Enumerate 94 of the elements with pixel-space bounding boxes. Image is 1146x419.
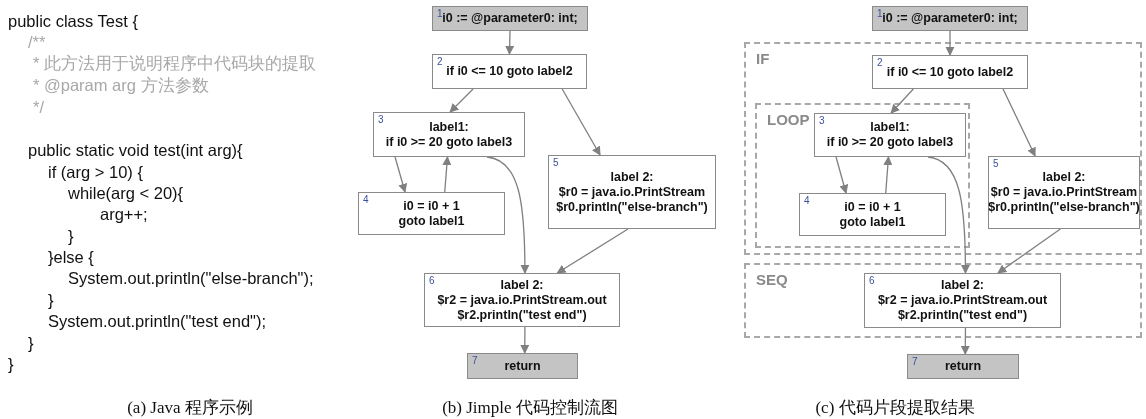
figure-caption: (b) Jimple 代码控制流图 bbox=[442, 397, 618, 419]
statement-box bbox=[872, 6, 1028, 31]
code-line: if i0 >= 20 goto label3 bbox=[826, 135, 954, 150]
block-number: 1 bbox=[437, 8, 443, 19]
arrow bbox=[394, 156, 408, 193]
code-line: label 2: bbox=[500, 277, 544, 293]
region-label: IF bbox=[756, 50, 770, 67]
code-line: goto label1 bbox=[839, 214, 906, 230]
code-line: $r0 = java.io.PrintStream bbox=[990, 185, 1138, 200]
block-number: 5 bbox=[993, 158, 999, 169]
region-label: LOOP bbox=[767, 111, 810, 128]
code-line: if (arg > 10) { bbox=[48, 162, 143, 182]
code-line: i0 := @parameter0: int; bbox=[442, 11, 578, 26]
arrow bbox=[505, 30, 515, 55]
code-line: i0 = i0 + 1 bbox=[403, 198, 460, 214]
block-number: 7 bbox=[912, 356, 918, 367]
dashed-region bbox=[744, 42, 1142, 255]
statement-box bbox=[799, 193, 946, 236]
block-number: 7 bbox=[472, 355, 478, 366]
code-line: while(arg < 20){ bbox=[68, 183, 184, 203]
code-line: $r0 = java.io.PrintStream bbox=[558, 184, 706, 200]
code-line: } bbox=[8, 354, 14, 374]
code-comment: /** bbox=[28, 32, 46, 52]
block-number: 2 bbox=[877, 57, 883, 68]
statement-box bbox=[907, 354, 1019, 379]
arrow bbox=[1002, 88, 1036, 157]
block-number: 3 bbox=[378, 114, 384, 125]
code-line: $r0.println("else-branch") bbox=[988, 200, 1140, 215]
code-line: $r2 = java.io.PrintStream.out bbox=[437, 292, 607, 308]
code-line: label 2: bbox=[1042, 170, 1086, 185]
arrow bbox=[945, 30, 955, 56]
block-number: 5 bbox=[553, 157, 559, 168]
code-line: i0 := @parameter0: int; bbox=[882, 11, 1018, 26]
code-line: } bbox=[68, 226, 74, 246]
code-line: $r2.println("test end") bbox=[897, 308, 1028, 323]
arrow bbox=[835, 156, 849, 194]
code-line: arg++; bbox=[100, 204, 148, 224]
statement-box bbox=[814, 113, 966, 157]
code-line: public class Test { bbox=[8, 11, 138, 31]
code-line: return bbox=[504, 358, 541, 374]
figure-caption: (a) Java 程序示例 bbox=[127, 397, 253, 419]
block-number: 4 bbox=[804, 195, 810, 206]
code-line: goto label1 bbox=[398, 213, 465, 229]
code-line: label1: bbox=[429, 119, 469, 135]
statement-box bbox=[988, 156, 1140, 229]
block-number: 1 bbox=[877, 8, 883, 19]
code-line: } bbox=[28, 333, 34, 353]
code-line: return bbox=[944, 359, 982, 374]
arrow bbox=[561, 88, 601, 156]
statement-box bbox=[358, 192, 505, 235]
statement-box bbox=[548, 155, 716, 229]
code-comment: * @param arg 方法参数 bbox=[33, 75, 209, 95]
code-comment: * 此方法用于说明程序中代码块的提取 bbox=[33, 53, 316, 73]
arrow bbox=[883, 156, 893, 194]
statement-box bbox=[424, 273, 620, 327]
dashed-region bbox=[755, 103, 970, 248]
code-line: if i0 <= 10 goto label2 bbox=[886, 64, 1014, 80]
code-line: if i0 <= 10 goto label2 bbox=[446, 64, 573, 79]
code-line: $r2.println("test end") bbox=[457, 307, 587, 323]
code-line: i0 = i0 + 1 bbox=[844, 199, 901, 215]
arrow bbox=[927, 156, 970, 274]
statement-box bbox=[432, 54, 587, 89]
arrow bbox=[442, 156, 452, 193]
statement-box bbox=[467, 353, 578, 379]
statement-box bbox=[872, 55, 1028, 89]
code-line: label 2: bbox=[940, 278, 985, 293]
code-line: $r2 = java.io.PrintStream.out bbox=[877, 293, 1048, 308]
block-number: 4 bbox=[363, 194, 369, 205]
statement-box bbox=[373, 112, 525, 157]
code-line: label 2: bbox=[610, 169, 654, 185]
arrow bbox=[997, 228, 1061, 274]
code-line: public static void test(int arg){ bbox=[28, 140, 243, 160]
block-number: 2 bbox=[437, 56, 443, 67]
code-line: if i0 >= 20 goto label3 bbox=[385, 134, 513, 150]
arrow bbox=[960, 327, 970, 355]
figure-caption: (c) 代码片段提取结果 bbox=[815, 397, 975, 419]
block-number: 6 bbox=[429, 275, 435, 286]
block-number: 6 bbox=[869, 275, 875, 286]
arrow bbox=[556, 228, 629, 274]
statement-box bbox=[864, 273, 1061, 328]
region-label: SEQ bbox=[756, 271, 788, 288]
code-line: System.out.println("else-branch"); bbox=[68, 268, 314, 288]
statement-box bbox=[432, 6, 588, 31]
dashed-region bbox=[744, 263, 1142, 338]
code-line: $r0.println("else-branch") bbox=[556, 199, 708, 215]
block-number: 3 bbox=[819, 115, 825, 126]
code-comment: */ bbox=[33, 97, 44, 117]
code-line: System.out.println("test end"); bbox=[48, 311, 267, 331]
code-line: }else { bbox=[48, 247, 94, 267]
code-line: label1: bbox=[870, 120, 910, 135]
arrow bbox=[520, 326, 530, 354]
arrow bbox=[449, 88, 474, 113]
arrow bbox=[486, 156, 530, 274]
code-line: } bbox=[48, 290, 54, 310]
